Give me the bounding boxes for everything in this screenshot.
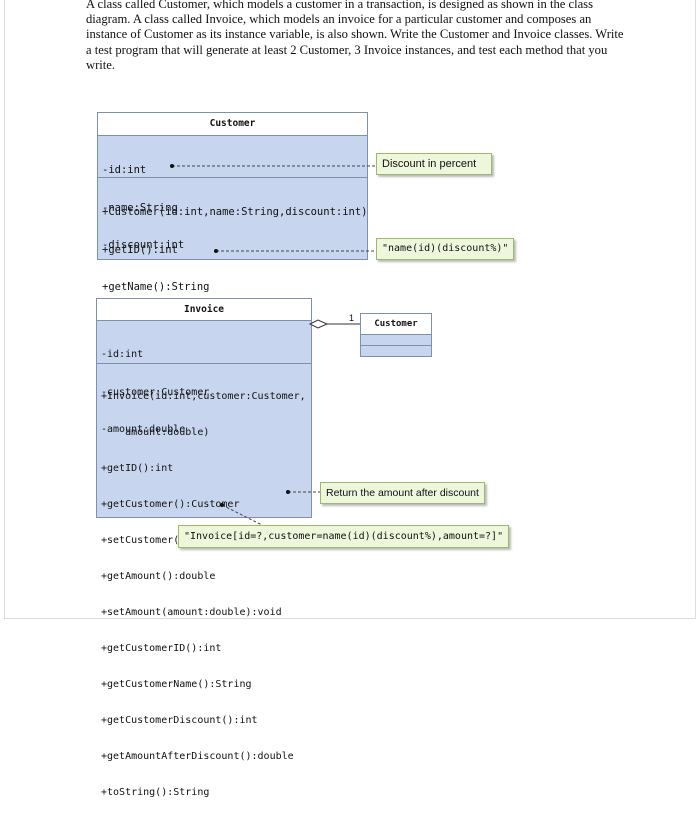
attribute: -customer:Customer [101,386,210,398]
attribute: -id:int [102,164,147,176]
attribute: -discount:int [102,239,185,251]
method: amount:double) [101,427,210,438]
customer-ref-methods [361,345,431,346]
discount-connector-dot [170,164,174,168]
invoice-tostring-dot [220,503,224,507]
method: +toString():String [101,787,210,798]
note-discount: Discount in percent [376,153,492,175]
customer-ref-name: Customer [361,314,431,334]
note-customer-tostring: "name(id)(discount%)" [376,238,515,260]
method: +getCustomerName():String [101,679,252,690]
composition-diamond [308,319,329,329]
customer-ref-box: Customer [360,313,432,357]
attribute: -amount:double [101,424,186,435]
method: +getCustomerDiscount():int [101,715,258,726]
attribute: -name:String [102,201,178,214]
method: +getCustomerID():int [101,643,222,654]
connectors [170,164,376,526]
invoice-class-name: Invoice [97,299,311,320]
method: +Invoice(id:int,customer:Customer, [101,391,306,402]
method: +getID():int [101,463,174,474]
attribute: -id:int [101,349,144,360]
multiplicity-label: 1 [349,313,355,323]
note-invoice-tostring: "Invoice[id=?,customer=name(id)(discount… [178,525,510,548]
tostring-connector-dot [214,249,218,253]
amount-connector-dot [286,490,290,494]
invoice-attributes: -id:int -customer:Customer -amount:doubl… [97,320,311,435]
method: +getAmount():double [101,571,216,582]
note-amount-after: Return the amount after discount [320,482,485,504]
customer-class-box: Customer -id:int -name:String -discount:… [97,112,368,406]
customer-class-name: Customer [98,113,367,135]
problem-statement: A class called Customer, which models a … [86,0,624,72]
method: +getName():String [102,281,210,293]
content-frame [4,0,696,619]
method: +setAmount(amount:double):void [101,607,282,618]
page: A class called Customer, which models a … [4,0,696,798]
method: +Customer(id:int,name:String,discount:in… [102,206,368,218]
method: +getAmountAfterDiscount():double [101,751,294,762]
customer-ref-attrs [361,334,431,345]
method: +getCustomer():Customer [101,499,240,510]
method: +getID():int [102,243,178,256]
customer-attributes: -id:int -name:String -discount:int [98,135,367,251]
invoice-tostring-connector [221,504,263,526]
